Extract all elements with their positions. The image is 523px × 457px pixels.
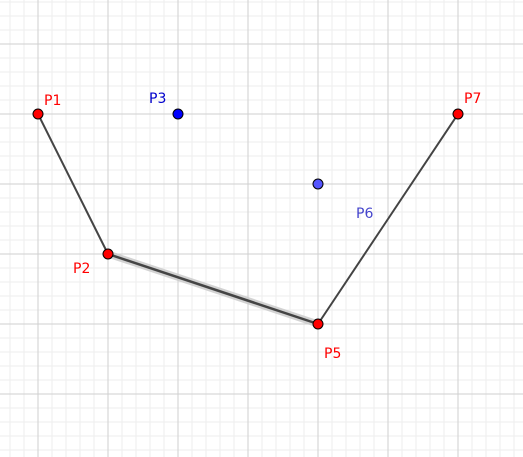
- point-p1[interactable]: [32, 108, 44, 120]
- point-p2[interactable]: [102, 248, 114, 260]
- label-p3[interactable]: P3: [149, 91, 166, 107]
- label-p1[interactable]: P1: [44, 93, 61, 109]
- point-p5[interactable]: [312, 318, 324, 330]
- segment-p1-p2[interactable]: [37, 113, 109, 255]
- segment-p5-p7[interactable]: [317, 113, 459, 325]
- point-p3[interactable]: [172, 108, 184, 120]
- label-p6[interactable]: P6: [356, 206, 373, 222]
- point-p6[interactable]: [312, 178, 324, 190]
- point-p7[interactable]: [452, 108, 464, 120]
- label-p7[interactable]: P7: [464, 91, 481, 107]
- label-p2[interactable]: P2: [73, 261, 90, 277]
- label-p5[interactable]: P5: [324, 346, 341, 362]
- segment-p2-p5[interactable]: [106, 252, 320, 326]
